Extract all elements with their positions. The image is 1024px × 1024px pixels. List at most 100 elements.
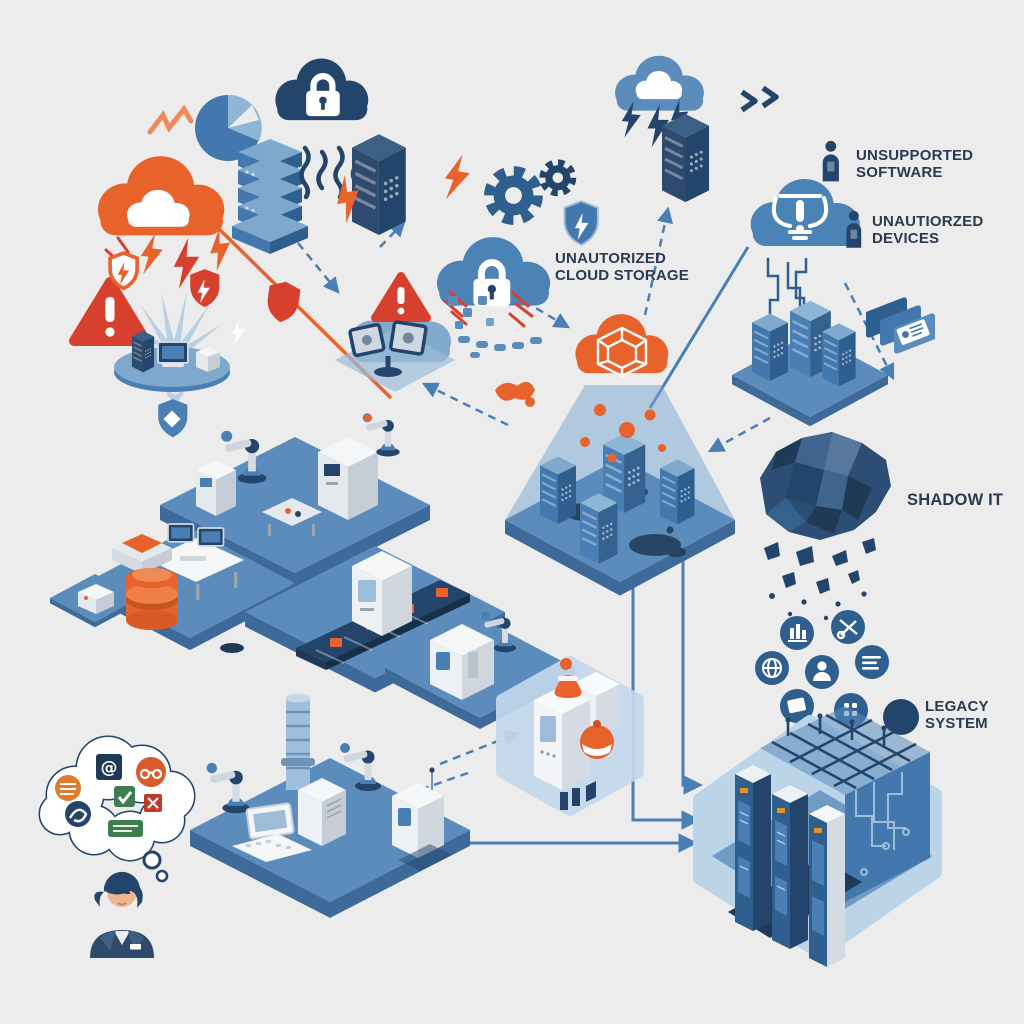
worker-icon [822, 140, 839, 182]
dashed-arrow [707, 416, 771, 453]
card-icon [780, 689, 814, 723]
computer-platform [114, 330, 230, 392]
circuit-traces [766, 258, 808, 320]
pixel-squares [448, 296, 494, 329]
dashed-arrow [643, 206, 674, 316]
legacy-connector-1 [681, 537, 703, 795]
unsupported-software-label: UNSUPPORTED SOFTWARE [856, 147, 974, 181]
dashed-arrow [843, 282, 895, 381]
app-swirl-icon [65, 801, 91, 827]
base-shadow [398, 844, 452, 871]
outline-shield-icon [108, 251, 139, 291]
scratched-lock-cloud [436, 237, 551, 358]
mainframe-cabinet [809, 805, 845, 967]
legacy-system-label: LEGACY SYSTEM [925, 698, 989, 732]
machine-cabinet [318, 437, 378, 520]
svg-text:@: @ [101, 758, 118, 778]
tools-icon [831, 610, 865, 644]
diamond-shield-icon [158, 399, 188, 438]
malware-drops [495, 381, 666, 463]
small-box [78, 584, 114, 614]
machine-cabinet [196, 460, 236, 516]
dashed-arrow [297, 242, 340, 294]
base-bits [560, 781, 596, 810]
legacy-connector-2 [631, 560, 701, 830]
malware-cloud-volcano [495, 314, 735, 596]
text-badge-icon [855, 645, 889, 679]
orange-blob-machine [496, 656, 644, 816]
warning-triangle-icon [371, 272, 431, 322]
orange-cone-blob [554, 658, 582, 698]
floor-dot [220, 643, 244, 653]
person-icon [805, 655, 839, 689]
hair [94, 871, 143, 908]
alert-cloud [750, 140, 862, 321]
rain-squiggles [299, 145, 362, 200]
worker-person [90, 871, 154, 958]
globe-icon [755, 651, 789, 685]
thought-bubble: @ [38, 735, 196, 883]
parts-table [262, 498, 322, 536]
pipe-grid [771, 713, 917, 790]
legacy-dot-icon [883, 699, 919, 735]
app-scissors-icon [144, 794, 162, 812]
printer-machine [112, 534, 172, 574]
lightning-bolt-icon [139, 232, 165, 277]
server-tower-threat [331, 132, 473, 237]
app-check-icon [114, 786, 135, 807]
scratch-marks [444, 290, 534, 328]
storm-server-tower [660, 85, 779, 204]
warning-cluster [69, 251, 302, 438]
chimney-tower [281, 693, 346, 846]
circuit-lines [855, 772, 910, 876]
mainframe-cabinet [735, 765, 771, 931]
shield-bolt-icon [563, 200, 599, 246]
gears-icon [491, 164, 571, 218]
app-at-icon: @ [96, 754, 122, 780]
dashed-arrow [421, 382, 509, 427]
chevron-bolts-icon [740, 85, 779, 113]
app-binoculars-icon [136, 757, 166, 787]
machine-cabinet [534, 686, 590, 790]
malware-cloud-icon [575, 314, 669, 374]
factory-floor [50, 413, 575, 729]
shadow-it-rocks [760, 432, 891, 621]
bubble-trail [155, 869, 169, 883]
monitor-cloud [335, 272, 494, 392]
server-stack-icon [232, 139, 308, 254]
dual-monitors-icon [348, 320, 428, 377]
mainframe-cabinet [772, 785, 808, 949]
circuit-cube [760, 706, 930, 902]
dashed-arrow [379, 220, 406, 248]
bubble-trail [142, 850, 162, 870]
machine-cabinet [352, 551, 412, 636]
shadow-it-label: SHADOW IT [907, 491, 1004, 509]
robot-gripper [364, 414, 372, 422]
wireframe-mesh-icon [596, 326, 648, 378]
pixel-dashes [458, 336, 542, 358]
chimney-platform [190, 693, 470, 918]
scribble-lines [147, 104, 194, 135]
id-cards-icon [866, 297, 935, 354]
orange-round-blob [580, 720, 614, 759]
name-tag [130, 944, 141, 950]
solid-connector [648, 246, 750, 409]
unauthorized-devices-label: UNAUTIORZED DEVICES [872, 213, 984, 247]
falling-app-icons [755, 610, 889, 727]
orange-drum-icon [126, 568, 178, 630]
unauthorized-cloud-storage-label: UNAUTORIZED CLOUD STORAGE [555, 250, 689, 284]
server-rack-platform [732, 299, 888, 427]
warning-triangle-icon [69, 277, 151, 346]
lightning-bolt-icon [441, 152, 473, 203]
robot-arm-icon [206, 762, 250, 814]
bar-chart-icon [780, 616, 814, 650]
laptop-icon [232, 802, 312, 862]
machine-cabinet [392, 767, 444, 858]
app-text-icon [108, 820, 143, 837]
app-grid-icon [55, 775, 81, 801]
legacy-system-platform [693, 706, 942, 967]
red-shield-icon [231, 279, 302, 346]
collar [114, 931, 130, 945]
